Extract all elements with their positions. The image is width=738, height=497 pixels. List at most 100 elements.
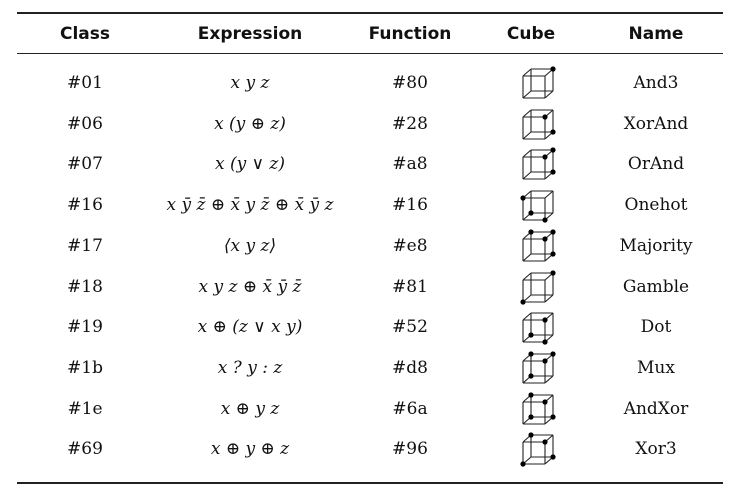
cube-vertex-dot — [542, 398, 548, 405]
cell-class: #1e — [67, 398, 103, 419]
cell-cube — [500, 431, 562, 467]
cube-edge — [522, 253, 532, 262]
cell-expression: x (y ∨ z) — [214, 154, 286, 175]
cube-vertex-dot — [550, 251, 556, 257]
cube-vertex-dot — [542, 114, 548, 120]
cell-name: Onehot — [624, 195, 688, 216]
cube-vertex-dot — [542, 317, 548, 323]
cell-expression: x y z ⊕ x̄ ȳ z̄ — [198, 276, 302, 297]
cube-vertex-dot — [550, 269, 556, 276]
cell-class: #69 — [67, 439, 103, 460]
cell-cube — [500, 228, 562, 264]
cell-cube — [500, 391, 562, 427]
cell-expression: ⟨x y z⟩ — [223, 235, 277, 256]
cell-class: #17 — [67, 235, 103, 256]
cell-function: #a8 — [392, 154, 428, 175]
cell-cube — [500, 350, 562, 386]
cell-cube — [500, 106, 562, 142]
cube-edge — [522, 171, 532, 180]
cell-cube — [500, 65, 562, 101]
cube-vertex-dot — [550, 66, 556, 72]
cube-icon — [522, 66, 556, 99]
cell-class: #01 — [67, 73, 103, 93]
header-name: Name — [628, 24, 684, 44]
cube-vertex-dot — [528, 373, 534, 379]
header-class: Class — [59, 24, 110, 44]
cell-function: #28 — [392, 113, 428, 134]
cube-vertex-dot — [542, 154, 548, 160]
cube-icon — [522, 351, 556, 384]
cube-edge — [544, 90, 554, 99]
cube-vertex-dot — [542, 358, 548, 364]
cell-expression: x ⊕ y ⊕ z — [210, 439, 290, 460]
cube-icon — [520, 190, 554, 223]
cell-function: #6a — [392, 398, 428, 419]
cube-vertex-dot — [528, 332, 534, 338]
table-row: #69 x ⊕ y ⊕ z #96 Xor3 — [0, 431, 738, 467]
cell-name: Dot — [640, 317, 672, 338]
cube-icon — [522, 312, 554, 345]
cube-vertex-dot — [550, 413, 556, 420]
cell-name: Xor3 — [635, 439, 677, 460]
header-rule — [17, 53, 723, 54]
cube-icon — [522, 147, 556, 180]
cell-name: AndXor — [623, 398, 689, 419]
cell-name: Majority — [619, 235, 693, 256]
cell-name: OrAnd — [627, 154, 685, 175]
cell-expression: x ⊕ (z ∨ x y) — [197, 317, 303, 338]
cube-edge — [522, 90, 532, 99]
cell-class: #19 — [67, 317, 103, 338]
cube-edge — [544, 375, 554, 384]
cube-vertex-dot — [542, 236, 548, 242]
cube-icon — [522, 109, 556, 140]
cell-expression: x (y ⊕ z) — [214, 113, 286, 134]
cube-vertex-dot — [528, 351, 534, 357]
cell-expression: x ? y : z — [217, 357, 283, 378]
cell-expression: x ȳ z̄ ⊕ x̄ y z̄ ⊕ x̄ ȳ z — [166, 195, 334, 216]
cube-vertex-dot — [520, 298, 526, 305]
cell-expression: x y z — [230, 73, 270, 93]
top-rule — [17, 12, 723, 14]
cube-vertex-dot — [528, 210, 534, 216]
cube-edge — [522, 68, 532, 77]
cube-vertex-dot — [528, 432, 534, 438]
cube-edge — [544, 190, 554, 199]
cell-expression: x ⊕ y z — [220, 398, 280, 419]
cell-class: #06 — [67, 113, 103, 134]
cube-vertex-dot — [550, 147, 556, 153]
cell-cube — [500, 187, 562, 223]
cube-vertex-dot — [520, 461, 526, 467]
cube-edge — [522, 109, 532, 118]
cell-function: #d8 — [392, 357, 428, 378]
cube-vertex-dot — [520, 195, 526, 201]
header-expression: Expression — [197, 24, 303, 44]
cube-vertex-dot — [550, 169, 556, 175]
cell-cube — [500, 269, 562, 305]
cell-function: #81 — [392, 276, 428, 297]
cell-function: #16 — [392, 195, 428, 216]
cube-vertex-dot — [550, 229, 556, 235]
cube-vertex-dot — [550, 454, 556, 460]
cell-class: #18 — [67, 276, 103, 297]
cube-edge — [544, 294, 554, 302]
cube-icon — [520, 432, 556, 467]
cell-name: And3 — [633, 73, 679, 93]
cube-vertex-dot — [542, 339, 548, 345]
cell-function: #96 — [392, 439, 428, 460]
cube-vertex-dot — [528, 229, 534, 235]
cube-edge — [522, 131, 532, 140]
bottom-rule — [17, 482, 723, 484]
cell-class: #1b — [67, 357, 103, 378]
header-cube: Cube — [506, 24, 556, 44]
cell-cube — [500, 146, 562, 182]
cell-name: Mux — [637, 357, 675, 378]
cube-vertex-dot — [528, 391, 534, 398]
cube-vertex-dot — [550, 351, 556, 357]
cube-edge — [522, 149, 532, 158]
